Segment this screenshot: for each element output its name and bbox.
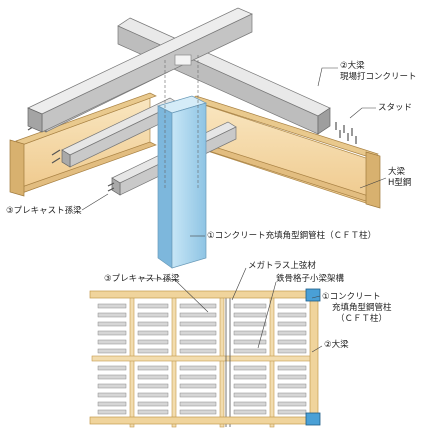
slab-slot [233,339,267,345]
slab-slot [137,312,169,318]
label-girder-line1: ②大梁 [340,61,365,71]
slab-slot [233,312,267,318]
slab-slot [277,321,307,327]
megatruss-chord [225,293,231,427]
slab-slot [277,339,307,345]
slab-slot [179,392,217,398]
slab-slot [179,321,217,327]
slab-slot [137,303,169,309]
slab-slot [277,312,307,318]
slab-slot [277,374,307,380]
slab-slot [233,383,267,389]
plan-view [89,288,321,428]
centerlines [164,55,199,190]
slab-slot [277,348,307,354]
label-cft-line3: （ＣＦＴ柱） [336,314,388,324]
slab-slot [179,330,217,336]
slab-slot [277,383,307,389]
slab-slot [233,409,267,415]
slab-slot [97,401,127,407]
slab-slot [277,303,307,309]
slab-slot [137,348,169,354]
label-girder-line2: 現場打コンクリート [340,72,417,82]
label-cft-line1: ①コンクリート [322,292,381,302]
slab-slot [137,330,169,336]
slab-slot [233,303,267,309]
slab-slot [277,409,307,415]
label-column-top: ①コンクリート充填角型鋼管柱（ＣＦＴ柱） [207,231,377,241]
stud-group [335,122,357,144]
slab-slot [179,374,217,380]
slab-slot [277,330,307,336]
slab-slot [233,365,267,371]
slab-slot [97,383,127,389]
slab-slot [137,339,169,345]
label-lattice: 鉄骨格子小梁架構 [276,274,345,284]
plan-slots [97,303,307,415]
slab-slot [233,321,267,327]
slab-slot [137,321,169,327]
label-cft-line2: 充填角型鋼管柱 [332,303,392,313]
slab-slot [97,312,127,318]
slab-slot [277,401,307,407]
slab-slot [97,330,127,336]
slab-slot [137,374,169,380]
slab-slot [277,392,307,398]
slab-slot [137,365,169,371]
slab-slot [179,312,217,318]
cft-nodes [305,288,321,426]
slab-slot [233,374,267,380]
slab-slot [97,374,127,380]
slab-slot [137,392,169,398]
slab-slot [97,348,127,354]
slab-slot [179,303,217,309]
slab-slot [137,383,169,389]
label-megatruss: メガトラス上弦材 [248,261,316,271]
concrete-girder-cross [27,7,253,133]
slab-slot [179,409,217,415]
slab-slot [233,330,267,336]
slab-slot [97,303,127,309]
label-steel-line2: H型鋼 [388,178,412,188]
slab-slot [97,365,127,371]
slab-slot [97,339,127,345]
label-stud: スタッド [378,103,413,113]
label-precast-top: ③プレキャスト孫梁 [6,206,82,216]
slab-slot [97,409,127,415]
slab-slot [233,401,267,407]
slab-slot [277,365,307,371]
slab-slot [97,321,127,327]
steel-girder-right [189,95,381,209]
slab-slot [233,392,267,398]
label-steel-line1: 大梁 [388,167,406,177]
slab-slot [233,348,267,354]
slab-slot [179,348,217,354]
slab-slot [137,409,169,415]
slab-slot [179,365,217,371]
slab-slot [137,401,169,407]
label-precast-bottom: ③プレキャスト孫梁 [104,274,180,284]
slab-slot [179,339,217,345]
slab-slot [179,401,217,407]
label-girder-bottom: ②大梁 [324,340,349,350]
column-opening [174,54,192,66]
leader-lines [81,67,387,353]
slab-slot [97,392,127,398]
slab-slot [179,383,217,389]
